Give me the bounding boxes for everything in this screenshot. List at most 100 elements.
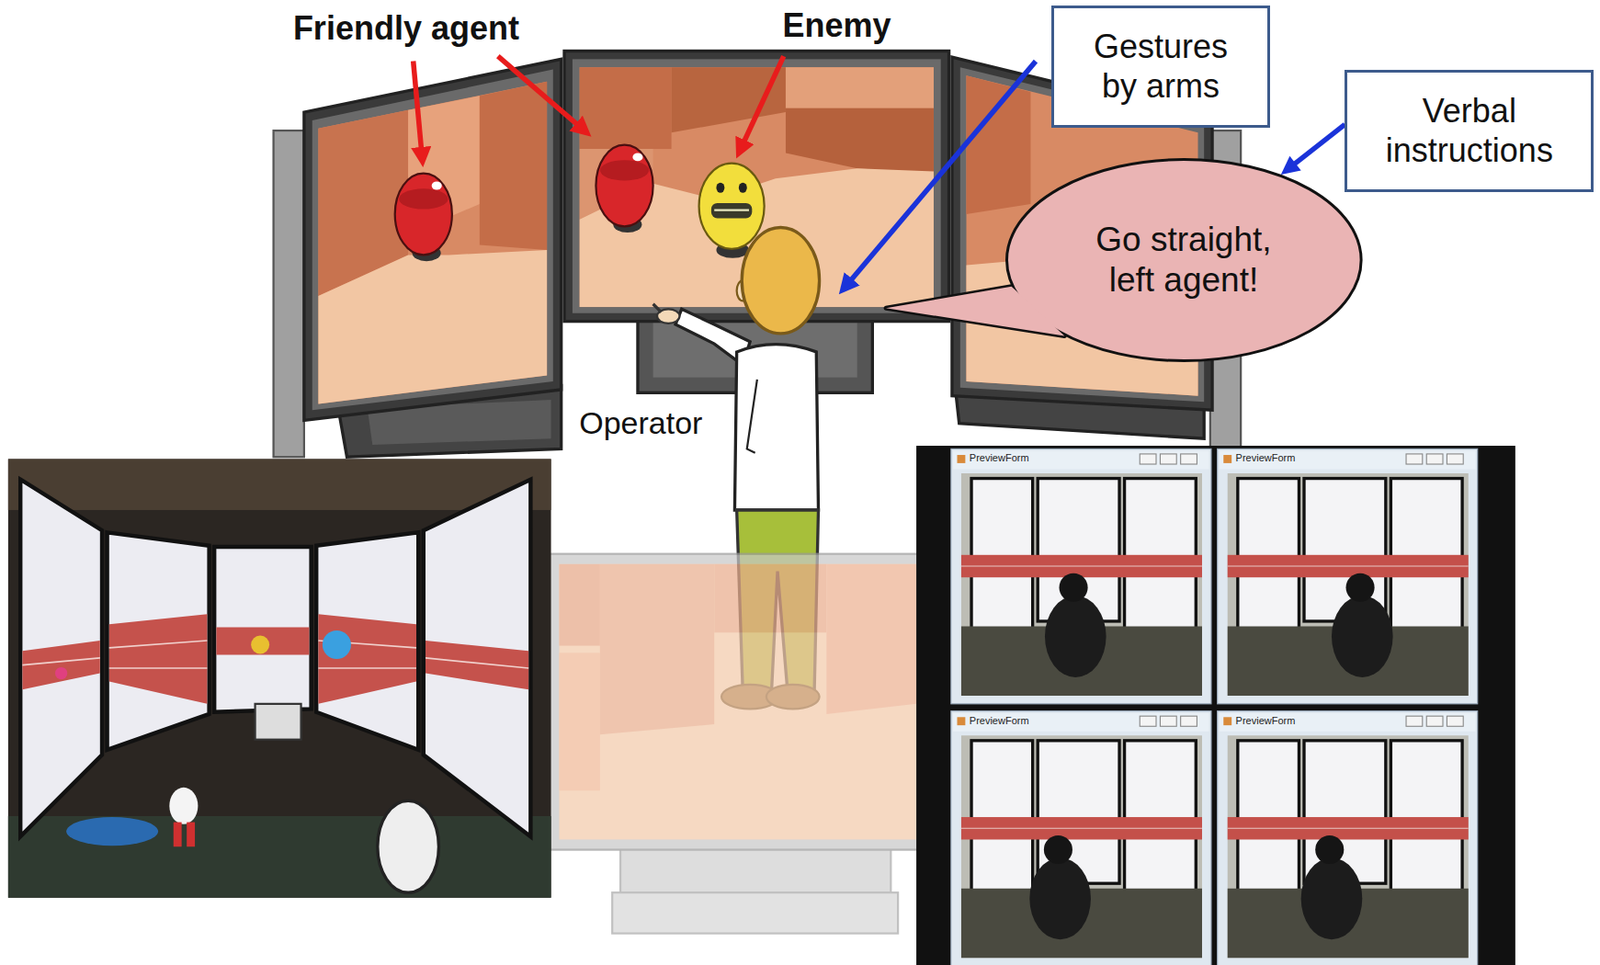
camera-screenshot-part [961, 473, 1203, 696]
lab-photo-part [109, 640, 208, 648]
camera-screenshot-part [1139, 453, 1157, 465]
camera-screenshot-part [1227, 735, 1469, 958]
camera-screenshot-part [1331, 595, 1394, 678]
camera-screenshot-part [1227, 473, 1469, 696]
camera-screenshot-part [961, 828, 1203, 829]
callout-box: Gestures by arms [1051, 5, 1271, 128]
lab-photo-part [423, 479, 532, 837]
camera-screenshot-part [1227, 565, 1469, 567]
arrow-line [1293, 124, 1345, 164]
camera-screenshot-part [1217, 711, 1478, 965]
center-monitor-part [785, 67, 934, 108]
node-text: Gestures by arms [1080, 26, 1242, 106]
floor-monitor-part [600, 564, 715, 735]
camera-screenshot-part [1426, 453, 1443, 465]
lab-photo-part [250, 635, 270, 654]
camera-screenshot-part [953, 713, 1210, 732]
lab-photo-part [22, 658, 100, 666]
lab-photo-part [55, 667, 68, 680]
left-monitor-part [312, 68, 554, 410]
camera-screenshot-part [961, 565, 1203, 567]
lab-photo-part [322, 630, 352, 659]
camera-screenshot-part [1037, 478, 1120, 622]
lab-photo-part [316, 532, 419, 749]
camera-screenshot-part [961, 735, 1203, 958]
center-monitor-part [785, 108, 934, 174]
camera-screenshot-part [1301, 857, 1363, 940]
lab-photo-part [186, 822, 195, 848]
lab-photo-part [317, 667, 417, 670]
camera-screenshot-part [1043, 835, 1073, 864]
camera-screenshot-part [1223, 454, 1232, 464]
camera-screenshot-part [1227, 828, 1469, 829]
camera-screenshot-part [953, 451, 1210, 470]
camera-screenshot-part [961, 555, 1203, 578]
leader-arrows-part [498, 56, 588, 133]
camera-screenshot-part [1059, 573, 1089, 602]
bubble-tail-fill [885, 286, 1065, 337]
lab-photo-part [8, 458, 552, 510]
window-title: PreviewForm [1236, 452, 1296, 465]
enemy-figure-part [714, 209, 749, 212]
camera-screenshot-part [1219, 451, 1476, 470]
lab-photo-part [109, 613, 208, 704]
camera-screenshot-part [1426, 715, 1443, 727]
left-monitor-part [317, 81, 547, 405]
camera-screenshot-part [1159, 715, 1177, 727]
node-text: Go straight, left agent! [1084, 219, 1283, 302]
center-monitor-part [579, 67, 672, 149]
friendly-agent-figure-part [431, 181, 443, 191]
right-monitor-part [965, 75, 1031, 215]
camera-screenshot-part [1446, 715, 1464, 727]
camera-screenshot-part [1223, 716, 1232, 726]
bubble-ellipse [1006, 159, 1362, 362]
camera-screenshot-part [1217, 448, 1478, 704]
floor-monitor-part [558, 564, 917, 840]
camera-screenshot-part [961, 817, 1203, 840]
lab-photo-part [20, 479, 103, 837]
camera-screenshot-part [1406, 715, 1423, 727]
leader-arrows [413, 56, 1036, 290]
lab-photo-part [214, 546, 311, 713]
window-title: PreviewForm [969, 452, 1030, 465]
friendly-agent-figure-part [595, 145, 653, 227]
arrow-head [1281, 156, 1302, 175]
operator-figure-part [747, 379, 758, 454]
friendly-agent-figure-part [600, 159, 649, 181]
enemy-figure-part [715, 182, 725, 193]
floor-monitor-part [714, 564, 827, 633]
camera-screenshot-part [956, 716, 965, 726]
camera-screenshot-part [1180, 715, 1198, 727]
friendly-agent-figure [395, 145, 654, 262]
camera-screenshot-part [1227, 555, 1469, 578]
figure-label: Operator [578, 405, 703, 442]
left-monitor-part [304, 58, 562, 420]
floor-monitor-part [548, 554, 927, 851]
floor-monitor-part [558, 564, 600, 647]
left-monitor [304, 58, 562, 457]
lab-photo-part [173, 822, 182, 848]
arrow-connector [1281, 124, 1346, 175]
leader-arrows-part [413, 61, 423, 162]
camera-screenshot-part [1180, 453, 1198, 465]
floor-monitor [548, 554, 927, 934]
figure-label: Enemy [782, 6, 891, 45]
lab-photo-part [109, 667, 208, 670]
lab-photo-part [107, 532, 210, 749]
friendly-agent-figure-part [398, 188, 448, 209]
window-title: PreviewForm [1236, 714, 1296, 727]
speech-bubble-outline [1005, 158, 1363, 363]
leader-arrows-part [738, 56, 784, 153]
friendly-agent-figure-part [632, 152, 643, 161]
left-monitor-part [317, 249, 547, 405]
camera-screenshot-part [1139, 715, 1157, 727]
lab-photo-part [8, 458, 552, 897]
figure-label: Friendly agent [293, 9, 520, 47]
camera-screenshot-part [1227, 817, 1469, 840]
node-text: Verbal instructions [1374, 90, 1564, 171]
lab-photo-part [169, 787, 198, 825]
center-monitor-part [671, 67, 786, 133]
lab-photo [8, 458, 552, 897]
camera-screenshot-part [1219, 713, 1476, 732]
